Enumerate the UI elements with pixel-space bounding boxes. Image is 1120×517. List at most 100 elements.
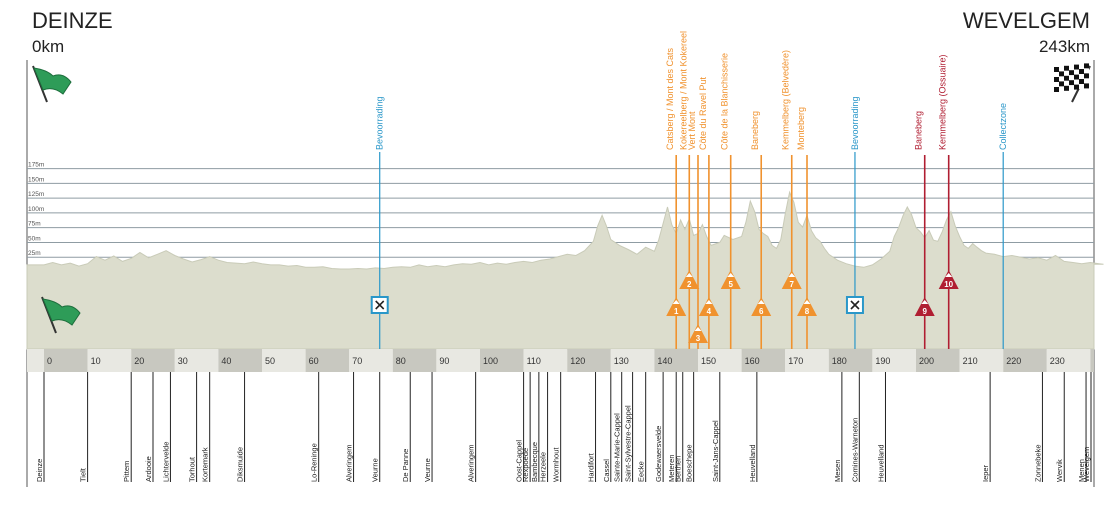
checker-square — [1084, 83, 1089, 89]
climb-number: 9 — [922, 307, 927, 316]
place-label: Wevelgem — [1082, 447, 1091, 482]
place-label: Mesen — [833, 459, 842, 482]
place-label: Bambecque — [530, 442, 539, 482]
climb-number: 7 — [790, 280, 795, 289]
climb-snowcap — [788, 273, 796, 277]
place-label: Diksmuide — [236, 447, 245, 482]
flags-layer — [32, 63, 1091, 334]
km-segment — [916, 349, 960, 372]
checker-square — [1054, 77, 1059, 82]
km-segment — [44, 349, 88, 372]
place-label: Ardooie — [144, 456, 153, 482]
climb-snowcap — [803, 300, 811, 304]
climb-number: 5 — [728, 280, 733, 289]
fork-knife-icon — [850, 300, 860, 310]
climb-number: 8 — [805, 307, 810, 316]
checker-square — [1084, 68, 1089, 74]
climb-name: Kemmelberg (Belvedère) — [781, 50, 791, 150]
climb-triangle — [666, 297, 687, 316]
x-tick-label: 10 — [91, 356, 101, 366]
x-tick-label: 60 — [309, 356, 319, 366]
checker-square — [1074, 69, 1079, 75]
place-label: Sainte-Marie-Cappel — [613, 413, 622, 482]
km-segment — [349, 349, 393, 372]
climb-triangle — [679, 270, 700, 289]
km-segment — [741, 349, 786, 372]
checker-square — [1084, 73, 1089, 79]
climb-triangle — [751, 297, 772, 316]
climb-snowcap — [672, 300, 680, 304]
place-label: De Panne — [401, 449, 410, 482]
place-label: Ieper — [981, 464, 990, 482]
x-tick-label: 20 — [134, 356, 144, 366]
km-segment — [218, 349, 262, 372]
climb-number: 6 — [759, 307, 764, 316]
x-tick-label: 40 — [221, 356, 231, 366]
climb-triangle — [698, 297, 719, 316]
checker-square — [1059, 76, 1064, 82]
climb-number: 2 — [687, 280, 692, 289]
place-label: Eecke — [637, 461, 646, 482]
checker-square — [1064, 70, 1069, 76]
place-label: Boeschepe — [685, 444, 694, 482]
place-label: Saint-Sylvestre-Cappel — [624, 405, 633, 482]
checker-square — [1079, 84, 1084, 89]
x-tick-label: 50 — [265, 356, 275, 366]
climb-name: Côte de la Blanchisserie — [720, 53, 730, 150]
place-label: Torhout — [188, 456, 197, 482]
km-segment — [27, 349, 44, 372]
place-label: Deinze — [35, 459, 44, 482]
x-tick-label: 70 — [352, 356, 362, 366]
start-town: DEINZE — [32, 8, 113, 33]
climb-triangle — [938, 270, 959, 289]
climb-triangle — [797, 297, 817, 316]
km-segment — [698, 349, 742, 372]
checker-square — [1079, 69, 1084, 74]
checker-square — [1054, 67, 1059, 72]
x-tick-label: 0 — [47, 356, 52, 366]
checker-square — [1054, 82, 1059, 87]
km-segment — [523, 349, 568, 372]
place-label: Tielt — [79, 467, 88, 482]
place-label: Pittem — [122, 461, 131, 482]
x-tick-label: 130 — [614, 356, 629, 366]
checker-square — [1069, 85, 1074, 91]
checker-square — [1059, 86, 1064, 92]
climb-snowcap — [945, 273, 953, 277]
y-tick-label: 125m — [28, 191, 44, 198]
x-tick-label: 180 — [832, 356, 847, 366]
checker-square — [1059, 66, 1064, 72]
checker-square — [1069, 80, 1074, 86]
flag-cloth — [42, 298, 81, 326]
checker-square — [1074, 84, 1079, 90]
climb-name: Vert Mont — [687, 111, 697, 150]
place-label: Wervik — [1055, 459, 1064, 482]
climb-snowcap — [727, 273, 735, 277]
place-label: Godewaersvelde — [654, 426, 663, 482]
km-segment — [480, 349, 524, 372]
x-tick-label: 170 — [788, 356, 803, 366]
x-tick-label: 220 — [1006, 356, 1021, 366]
place-label: Oost-Cappel — [515, 440, 524, 482]
checker-square — [1069, 65, 1074, 71]
y-tick-label: 100m — [28, 206, 44, 213]
climb-name: Côte du Ravel Put — [698, 76, 708, 150]
climb-name: Baneberg — [914, 111, 924, 150]
place-label: Zonnebeke — [1033, 444, 1042, 482]
checker-square — [1059, 81, 1064, 87]
climb-number: 10 — [944, 280, 953, 289]
x-tick-label: 100 — [483, 356, 498, 366]
climb-snowcap — [685, 273, 693, 277]
checker-square — [1074, 64, 1079, 70]
place-label: Alveringem — [467, 444, 476, 482]
elevation-profile — [26, 190, 1104, 350]
climb-snowcap — [921, 300, 929, 304]
flag-cloth — [33, 67, 72, 95]
km-segment — [87, 349, 132, 372]
climb-name: Monteberg — [796, 107, 806, 150]
checker-square — [1079, 64, 1084, 69]
x-tick-label: 160 — [745, 356, 760, 366]
checker-square — [1064, 75, 1069, 81]
checker-square — [1054, 72, 1059, 77]
